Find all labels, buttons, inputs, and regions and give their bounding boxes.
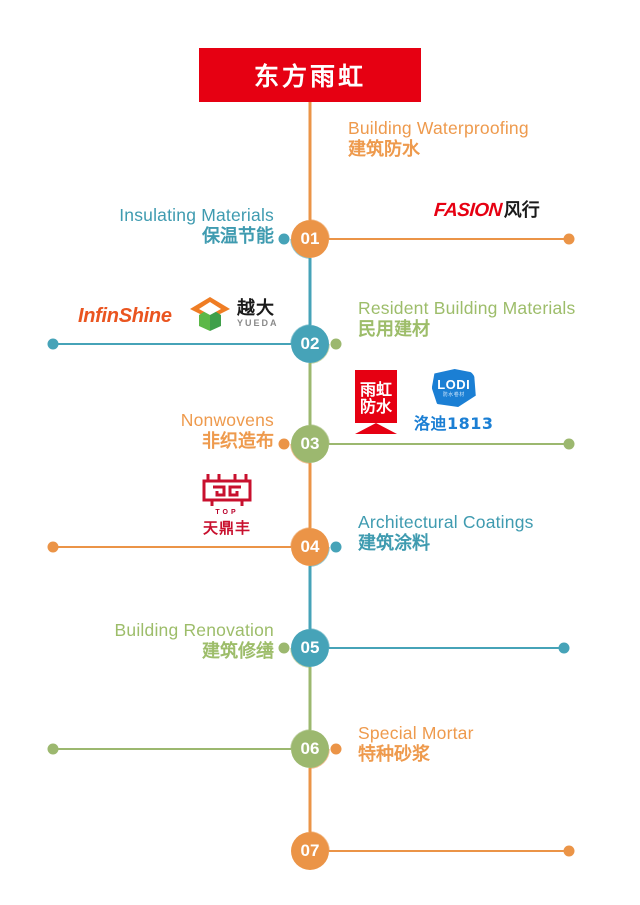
company-banner: 东方雨虹 bbox=[199, 48, 421, 102]
node-05-side-dot bbox=[278, 642, 290, 654]
node-03-label: Nonwovens 非织造布 bbox=[181, 410, 274, 452]
brand-logo-infinshine: InfinShine bbox=[78, 305, 172, 328]
fasion-cn: 风行 bbox=[503, 200, 540, 221]
node-01-branch-end-dot bbox=[563, 233, 575, 245]
node-03-number: 03 bbox=[300, 434, 320, 453]
lodi-cn: 洛迪1813 bbox=[414, 414, 494, 433]
node-03-branch-end-dot bbox=[563, 438, 575, 450]
infinshine-name: InfinShine bbox=[78, 305, 172, 327]
node-04[interactable]: 04 bbox=[291, 528, 329, 566]
yuhong-cn-line2: 防水 bbox=[359, 396, 392, 416]
brand-logo-lodi: LODI 防水卷材 洛迪1813 bbox=[414, 369, 494, 434]
brand-logo-fasion: FASION 风行 bbox=[433, 196, 540, 222]
node-06-label-cn: 特种砂浆 bbox=[358, 743, 430, 765]
node-03-side-dot bbox=[278, 438, 290, 450]
node-03-label-cn: 非织造布 bbox=[202, 430, 274, 452]
node-03-label-en: Nonwovens bbox=[180, 410, 274, 430]
node-01-side-dot bbox=[278, 233, 290, 245]
node-05-number: 05 bbox=[300, 638, 320, 657]
node-06-label: Special Mortar 特种砂浆 bbox=[358, 723, 474, 765]
yuhong-cn-line1: 雨虹 bbox=[359, 379, 392, 399]
brand-logo-yuhong: 雨虹 防水 bbox=[355, 370, 397, 434]
node-07-number: 07 bbox=[300, 841, 320, 860]
node-04-label-cn: 建筑涂料 bbox=[358, 532, 430, 554]
yueda-diamond-icon bbox=[188, 296, 232, 332]
top-branch-label-en: Building Waterproofing bbox=[348, 118, 529, 138]
lodi-sub: 防水卷材 bbox=[442, 392, 465, 398]
brand-logo-yueda: 越大 YUEDA bbox=[188, 296, 279, 332]
node-01[interactable]: 01 bbox=[291, 220, 329, 258]
node-04-label-en: Architectural Coatings bbox=[358, 512, 534, 532]
fasion-latin: FASION bbox=[433, 200, 503, 221]
ding-vessel-icon bbox=[196, 470, 258, 508]
node-02[interactable]: 02 bbox=[291, 325, 329, 363]
node-01-label-cn: 保温节能 bbox=[202, 225, 274, 247]
node-02-label-en: Resident Building Materials bbox=[358, 298, 576, 318]
node-01-label: Insulating Materials 保温节能 bbox=[119, 205, 274, 247]
node-06-number: 06 bbox=[300, 739, 320, 758]
node-05[interactable]: 05 bbox=[291, 629, 329, 667]
node-03[interactable]: 03 bbox=[291, 425, 329, 463]
yueda-latin: YUEDA bbox=[237, 318, 279, 328]
top-branch-label-cn: 建筑防水 bbox=[348, 138, 420, 160]
node-07-branch-end-dot bbox=[563, 845, 575, 857]
node-04-number: 04 bbox=[300, 537, 320, 556]
node-04-label: Architectural Coatings 建筑涂料 bbox=[358, 512, 534, 554]
node-07[interactable]: 07 bbox=[291, 832, 329, 870]
brand-logo-tianding: TOP 天鼎丰 bbox=[196, 470, 258, 538]
yuhong-cn: 雨虹 防水 bbox=[359, 379, 392, 416]
node-05-label-cn: 建筑修缮 bbox=[202, 640, 274, 662]
node-06-label-en: Special Mortar bbox=[358, 723, 474, 743]
node-05-label-en: Building Renovation bbox=[114, 620, 274, 640]
node-02-branch-end-dot bbox=[47, 338, 59, 350]
node-02-label: Resident Building Materials 民用建材 bbox=[358, 298, 575, 340]
node-01-label-en: Insulating Materials bbox=[119, 205, 274, 225]
node-06-branch-end-dot bbox=[47, 743, 59, 755]
yueda-cn: 越大 bbox=[237, 298, 275, 319]
node-04-side-dot bbox=[330, 541, 342, 553]
tianding-cn: 天鼎丰 bbox=[202, 519, 251, 537]
node-01-number: 01 bbox=[300, 229, 320, 248]
company-name: 东方雨虹 bbox=[253, 62, 366, 91]
node-02-side-dot bbox=[330, 338, 342, 350]
tianding-latin: TOP bbox=[215, 509, 239, 516]
node-06-side-dot bbox=[330, 743, 342, 755]
node-05-branch-end-dot bbox=[558, 642, 570, 654]
lodi-latin: LODI bbox=[437, 377, 471, 392]
node-06[interactable]: 06 bbox=[291, 730, 329, 768]
node-05-label: Building Renovation 建筑修缮 bbox=[115, 620, 274, 662]
node-02-label-cn: 民用建材 bbox=[358, 318, 430, 340]
node-02-number: 02 bbox=[300, 334, 320, 353]
top-branch-label: Building Waterproofing 建筑防水 bbox=[348, 118, 529, 160]
lodi-badge-icon: LODI 防水卷材 bbox=[431, 369, 476, 407]
node-04-branch-end-dot bbox=[47, 541, 59, 553]
yueda-wordmark: 越大 YUEDA bbox=[237, 300, 279, 328]
